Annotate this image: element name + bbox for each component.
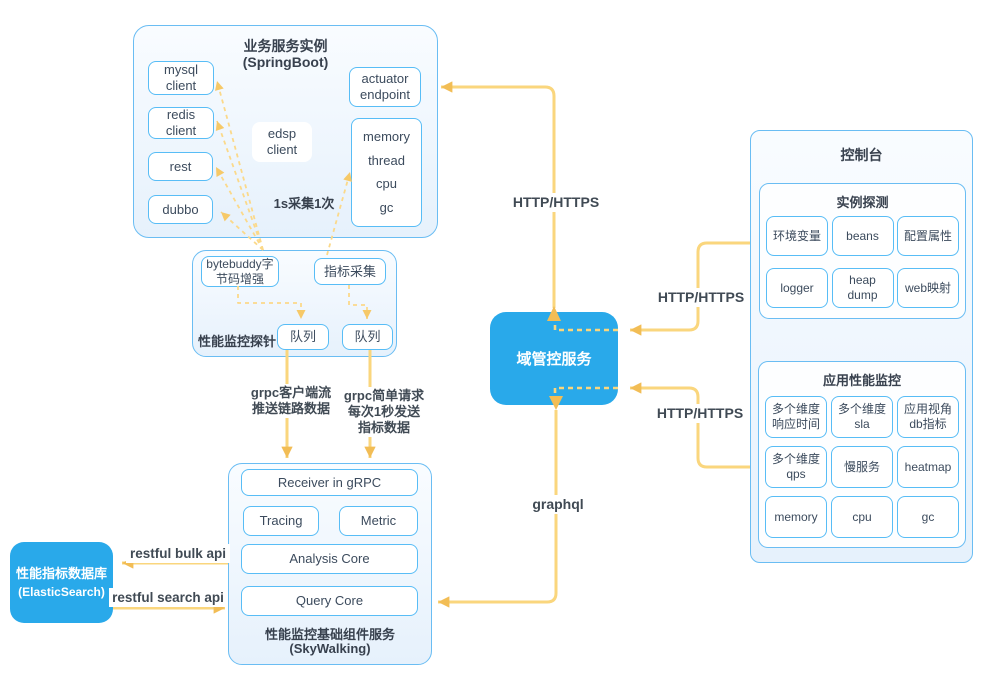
tracing-node: Tracing <box>243 506 319 536</box>
edge-label-http-bottom: HTTP/HTTPS <box>654 404 746 423</box>
config-props-node: 配置属性 <box>897 216 959 256</box>
springboot-instance-box: 业务服务实例 (SpringBoot) mysql client redis c… <box>133 25 438 238</box>
edge-label-graphql: graphql <box>523 495 593 514</box>
queue-node-1: 队列 <box>277 324 329 350</box>
instance-probe-panel: 实例探测 环境变量 beans 配置属性 logger heap dump we… <box>759 183 966 319</box>
actuator-endpoint-node: actuator endpoint <box>349 67 421 107</box>
domain-control-service-label: 域管控服务 <box>516 351 592 368</box>
grpc-simple-line3: 指标数据 <box>357 420 410 435</box>
springboot-subtitle: (SpringBoot) <box>242 54 329 70</box>
logger-node: logger <box>766 268 828 308</box>
beans-node: beans <box>831 216 894 256</box>
queue-node-2: 队列 <box>342 324 393 350</box>
elasticsearch-label-line2: (ElasticSearch) <box>18 585 105 600</box>
resp-time-node: 多个维度 响应时间 <box>765 396 827 438</box>
performance-probe-box: bytebuddy字节码增强 指标采集 队列 队列 性能监控探针 <box>192 250 397 357</box>
metric-thread: thread <box>368 152 405 168</box>
mysql-client-node: mysql client <box>148 61 214 95</box>
elasticsearch-box: 性能指标数据库 (ElasticSearch) <box>10 542 113 623</box>
apm-title: 应用性能监控 <box>822 373 901 388</box>
grpc-stream-line2: 推送链路数据 <box>251 401 330 416</box>
memory-node: memory <box>765 496 827 538</box>
cpu-node: cpu <box>831 496 893 538</box>
skywalking-subtitle: (SkyWalking) <box>289 641 371 656</box>
metric-memory: memory <box>363 128 410 144</box>
qps-node: 多个维度 qps <box>765 446 827 488</box>
skywalking-box: Receiver in gRPC Tracing Metric Analysis… <box>228 463 432 665</box>
apm-grid: 多个维度 响应时间 多个维度 sla 应用视角 db指标 多个维度 qps 慢服… <box>765 396 959 538</box>
metric-gc: gc <box>379 200 394 216</box>
springboot-title: 业务服务实例 <box>243 38 328 54</box>
grpc-simple-line2: 每次1秒发送 <box>347 404 421 419</box>
bytebuddy-node: bytebuddy字节码增强 <box>201 256 279 287</box>
metric-collector-node: 指标采集 <box>314 258 386 285</box>
dubbo-node: dubbo <box>148 195 213 224</box>
domain-control-service-box: 域管控服务 <box>490 312 618 405</box>
edge-label-search-api: restful search api <box>109 588 227 607</box>
instance-probe-title: 实例探测 <box>836 195 889 210</box>
edge-label-http-mid: HTTP/HTTPS <box>655 288 747 307</box>
probe-label: 性能监控探针 <box>198 334 277 349</box>
redis-client-node: redis client <box>148 107 214 139</box>
skywalking-title: 性能监控基础组件服务 <box>264 627 395 642</box>
analysis-core-node: Analysis Core <box>241 544 418 574</box>
runtime-metrics-node: memory thread cpu gc <box>351 118 422 227</box>
metric-cpu: cpu <box>376 176 397 192</box>
slow-service-node: 慢服务 <box>831 446 893 488</box>
sla-node: 多个维度 sla <box>831 396 893 438</box>
console-box: 控制台 实例探测 环境变量 beans 配置属性 logger heap dum… <box>750 130 973 563</box>
apm-panel: 应用性能监控 多个维度 响应时间 多个维度 sla 应用视角 db指标 多个维度… <box>758 361 966 548</box>
web-mapping-node: web映射 <box>897 268 959 308</box>
query-core-node: Query Core <box>241 586 418 616</box>
edge-label-http-top: HTTP/HTTPS <box>505 193 607 212</box>
heatmap-node: heatmap <box>897 446 959 488</box>
rest-node: rest <box>148 152 213 181</box>
env-vars-node: 环境变量 <box>766 216 828 256</box>
collect-interval-note: 1s采集1次 <box>273 196 335 211</box>
edge-label-grpc-simple: grpc简单请求 每次1秒发送 指标数据 <box>333 387 435 437</box>
console-title: 控制台 <box>840 147 883 163</box>
edge-label-bulk-api: restful bulk api <box>126 544 230 563</box>
edge-label-grpc-stream: grpc客户端流 推送链路数据 <box>243 384 339 418</box>
grpc-stream-line1: grpc客户端流 <box>250 385 332 400</box>
heap-dump-node: heap dump <box>831 268 894 308</box>
db-metrics-node: 应用视角 db指标 <box>897 396 959 438</box>
instance-probe-grid: 环境变量 beans 配置属性 logger heap dump web映射 <box>766 216 959 308</box>
gc-node: gc <box>897 496 959 538</box>
edsp-client-node: edsp client <box>252 122 312 162</box>
elasticsearch-label-line1: 性能指标数据库 <box>15 565 107 581</box>
receiver-grpc-node: Receiver in gRPC <box>241 469 418 496</box>
grpc-simple-line1: grpc简单请求 <box>343 388 425 403</box>
metric-node: Metric <box>339 506 418 536</box>
